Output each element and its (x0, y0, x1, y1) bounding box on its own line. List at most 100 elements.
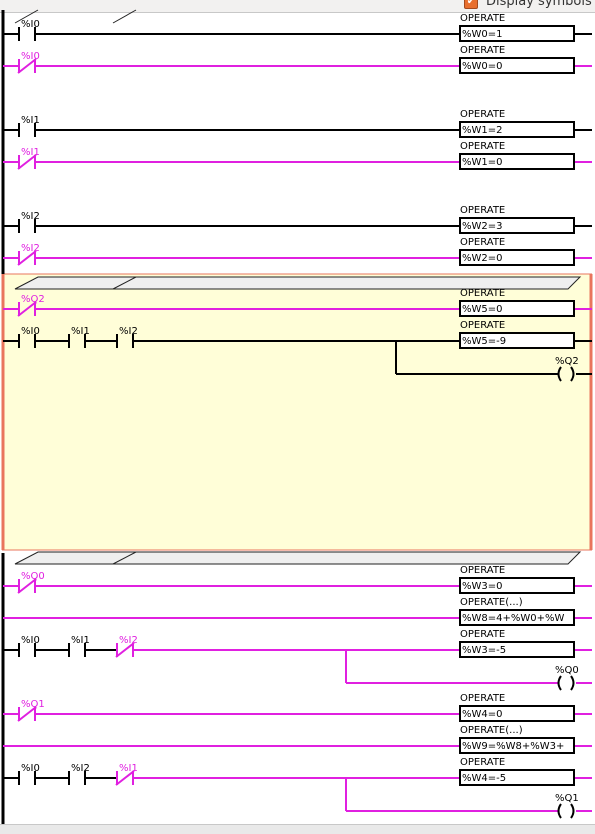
section-header-edge (14, 9, 39, 24)
operate-block[interactable]: OPERATE%W5=-9 (459, 320, 575, 349)
operate-block[interactable]: OPERATE(...)%W8=4+%W0+%W (459, 597, 575, 626)
contact-i0[interactable]: %I0 (17, 51, 40, 74)
contact-label: %I1 (21, 115, 40, 126)
rung[interactable]: %I0 %I1 %I2 OPERATE%W5=-9 %Q2 (3, 320, 592, 382)
section-header-divider (112, 9, 137, 24)
rung[interactable]: %Q1 OPERATE%W4=0 (3, 693, 592, 722)
operate-block-frame[interactable] (459, 737, 575, 754)
contact-negation-slash (115, 642, 135, 658)
operate-block-frame[interactable] (459, 121, 575, 138)
operate-block-header: OPERATE (460, 629, 505, 640)
horizontal-scrollbar[interactable] (0, 824, 595, 834)
rung[interactable]: %Q0 OPERATE %W3=0 (3, 565, 592, 594)
coil-right-arc (570, 675, 575, 691)
contact-negation-slash (17, 250, 37, 266)
coil-q0[interactable]: %Q0 (555, 665, 592, 691)
contact-label: %I1 (71, 635, 90, 646)
operate-block-expression: %W8=4+%W0+%W (462, 613, 565, 624)
operate-block[interactable]: OPERATE%W4=0 (459, 693, 575, 722)
operate-block[interactable]: OPERATE %W2=0 (459, 237, 575, 266)
operate-block-frame[interactable] (459, 153, 575, 170)
section-header-divider (112, 276, 137, 290)
operate-block-header: OPERATE (460, 288, 505, 299)
contact-i0[interactable]: %I0 (18, 763, 40, 785)
operate-block-frame[interactable] (459, 769, 575, 786)
coil-q2[interactable]: %Q2 (555, 356, 592, 382)
rung[interactable]: %I0 OPERATE%W0=1 (3, 13, 592, 42)
operate-block-frame[interactable] (459, 705, 575, 722)
operate-block-frame[interactable] (459, 217, 575, 234)
operate-block[interactable]: OPERATE%W5=0 (459, 288, 575, 317)
contact-q0[interactable]: %Q0 (17, 571, 45, 594)
contact-label: %I2 (71, 763, 90, 774)
section-header-divider (112, 551, 137, 565)
operate-block-header: OPERATE (460, 237, 505, 248)
rung[interactable]: %I1 OPERATE%W1=2 (3, 109, 592, 138)
contact-label: %I1 (119, 763, 138, 774)
rung[interactable]: %I0 %I2 %I1 OPERATE%W4=-5 %Q1 (3, 757, 592, 819)
operate-block-header: OPERATE (460, 13, 505, 24)
operate-block[interactable]: OPERATE%W1=2 (459, 109, 575, 138)
rung[interactable]: %Q2 OPERATE%W5=0 (3, 288, 592, 317)
operate-block[interactable]: OPERATE %W3=0 (459, 565, 575, 594)
contact-i1[interactable]: %I1 (18, 115, 40, 137)
contact-q2[interactable]: %Q2 (17, 294, 45, 317)
rung[interactable]: %I0 %I1 %I2 OPERATE%W3=-5 %Q0 (3, 629, 592, 691)
contact-i2[interactable]: %I2 (18, 211, 40, 233)
coil-label: %Q1 (555, 793, 579, 804)
contact-label: %I2 (21, 211, 40, 222)
contact-negation-slash (17, 58, 37, 74)
operate-block-header: OPERATE(...) (460, 725, 523, 736)
operate-block-frame[interactable] (459, 577, 575, 594)
contact-i2[interactable]: %I2 (115, 635, 138, 658)
operate-block[interactable]: OPERATE%W0=0 (459, 45, 575, 74)
rung[interactable]: OPERATE(...)%W9=%W8+%W3+ (3, 725, 592, 754)
section-header-bar[interactable] (14, 276, 582, 290)
operate-block-frame[interactable] (459, 332, 575, 349)
operate-block[interactable]: OPERATE%W3=-5 (459, 629, 575, 658)
contact-i1[interactable]: %I1 (68, 635, 90, 657)
rung[interactable]: OPERATE(...)%W8=4+%W0+%W (3, 597, 592, 626)
contact-label: %I2 (119, 326, 138, 337)
contact-label: %I0 (21, 763, 40, 774)
operate-block[interactable]: OPERATE(...)%W9=%W8+%W3+ (459, 725, 575, 754)
operate-block-expression: %W2=0 (462, 253, 503, 264)
section-header-2[interactable] (14, 276, 582, 290)
rung[interactable]: %I2 OPERATE %W2=0 (3, 237, 592, 266)
operate-block-expression: %W5=-9 (462, 336, 506, 347)
operate-block[interactable]: OPERATE%W2=3 (459, 205, 575, 234)
rung[interactable]: %I0 OPERATE%W0=0 (3, 45, 592, 74)
rung[interactable]: %I1 OPERATE%W1=0 (3, 141, 592, 170)
operate-block[interactable]: OPERATE%W1=0 (459, 141, 575, 170)
operate-block-expression: %W3=0 (462, 581, 503, 592)
checkbox-checked-icon[interactable]: ✔ (464, 0, 478, 9)
contact-i0[interactable]: %I0 (18, 19, 40, 41)
section-header-bar[interactable] (14, 551, 582, 565)
operate-block-frame[interactable] (459, 57, 575, 74)
coil-left-arc (557, 366, 562, 382)
coil-q1[interactable]: %Q1 (555, 793, 592, 819)
operate-block-expression: %W1=2 (462, 125, 503, 136)
operate-block[interactable]: OPERATE%W4=-5 (459, 757, 575, 786)
operate-block[interactable]: OPERATE%W0=1 (459, 13, 575, 42)
contact-i2[interactable]: %I2 (68, 763, 90, 785)
contact-q1[interactable]: %Q1 (17, 699, 45, 722)
contact-label: %Q2 (21, 294, 45, 305)
contact-label: %I0 (21, 51, 40, 62)
rung[interactable]: %I2 OPERATE%W2=3 (3, 205, 592, 234)
contact-label: %I1 (21, 147, 40, 158)
operate-block-frame[interactable] (459, 609, 575, 626)
contact-i2[interactable]: %I2 (17, 243, 40, 266)
section-header-3[interactable] (14, 551, 582, 565)
operate-block-frame[interactable] (459, 641, 575, 658)
contact-i1[interactable]: %I1 (115, 763, 138, 786)
contact-i0[interactable]: %I0 (18, 635, 40, 657)
operate-block-frame[interactable] (459, 25, 575, 42)
operate-block-frame[interactable] (459, 300, 575, 317)
contact-label: %I1 (71, 326, 90, 337)
contact-label: %I0 (21, 326, 40, 337)
operate-block-header: OPERATE (460, 565, 505, 576)
contact-i1[interactable]: %I1 (17, 147, 40, 170)
operate-block-frame[interactable] (459, 249, 575, 266)
